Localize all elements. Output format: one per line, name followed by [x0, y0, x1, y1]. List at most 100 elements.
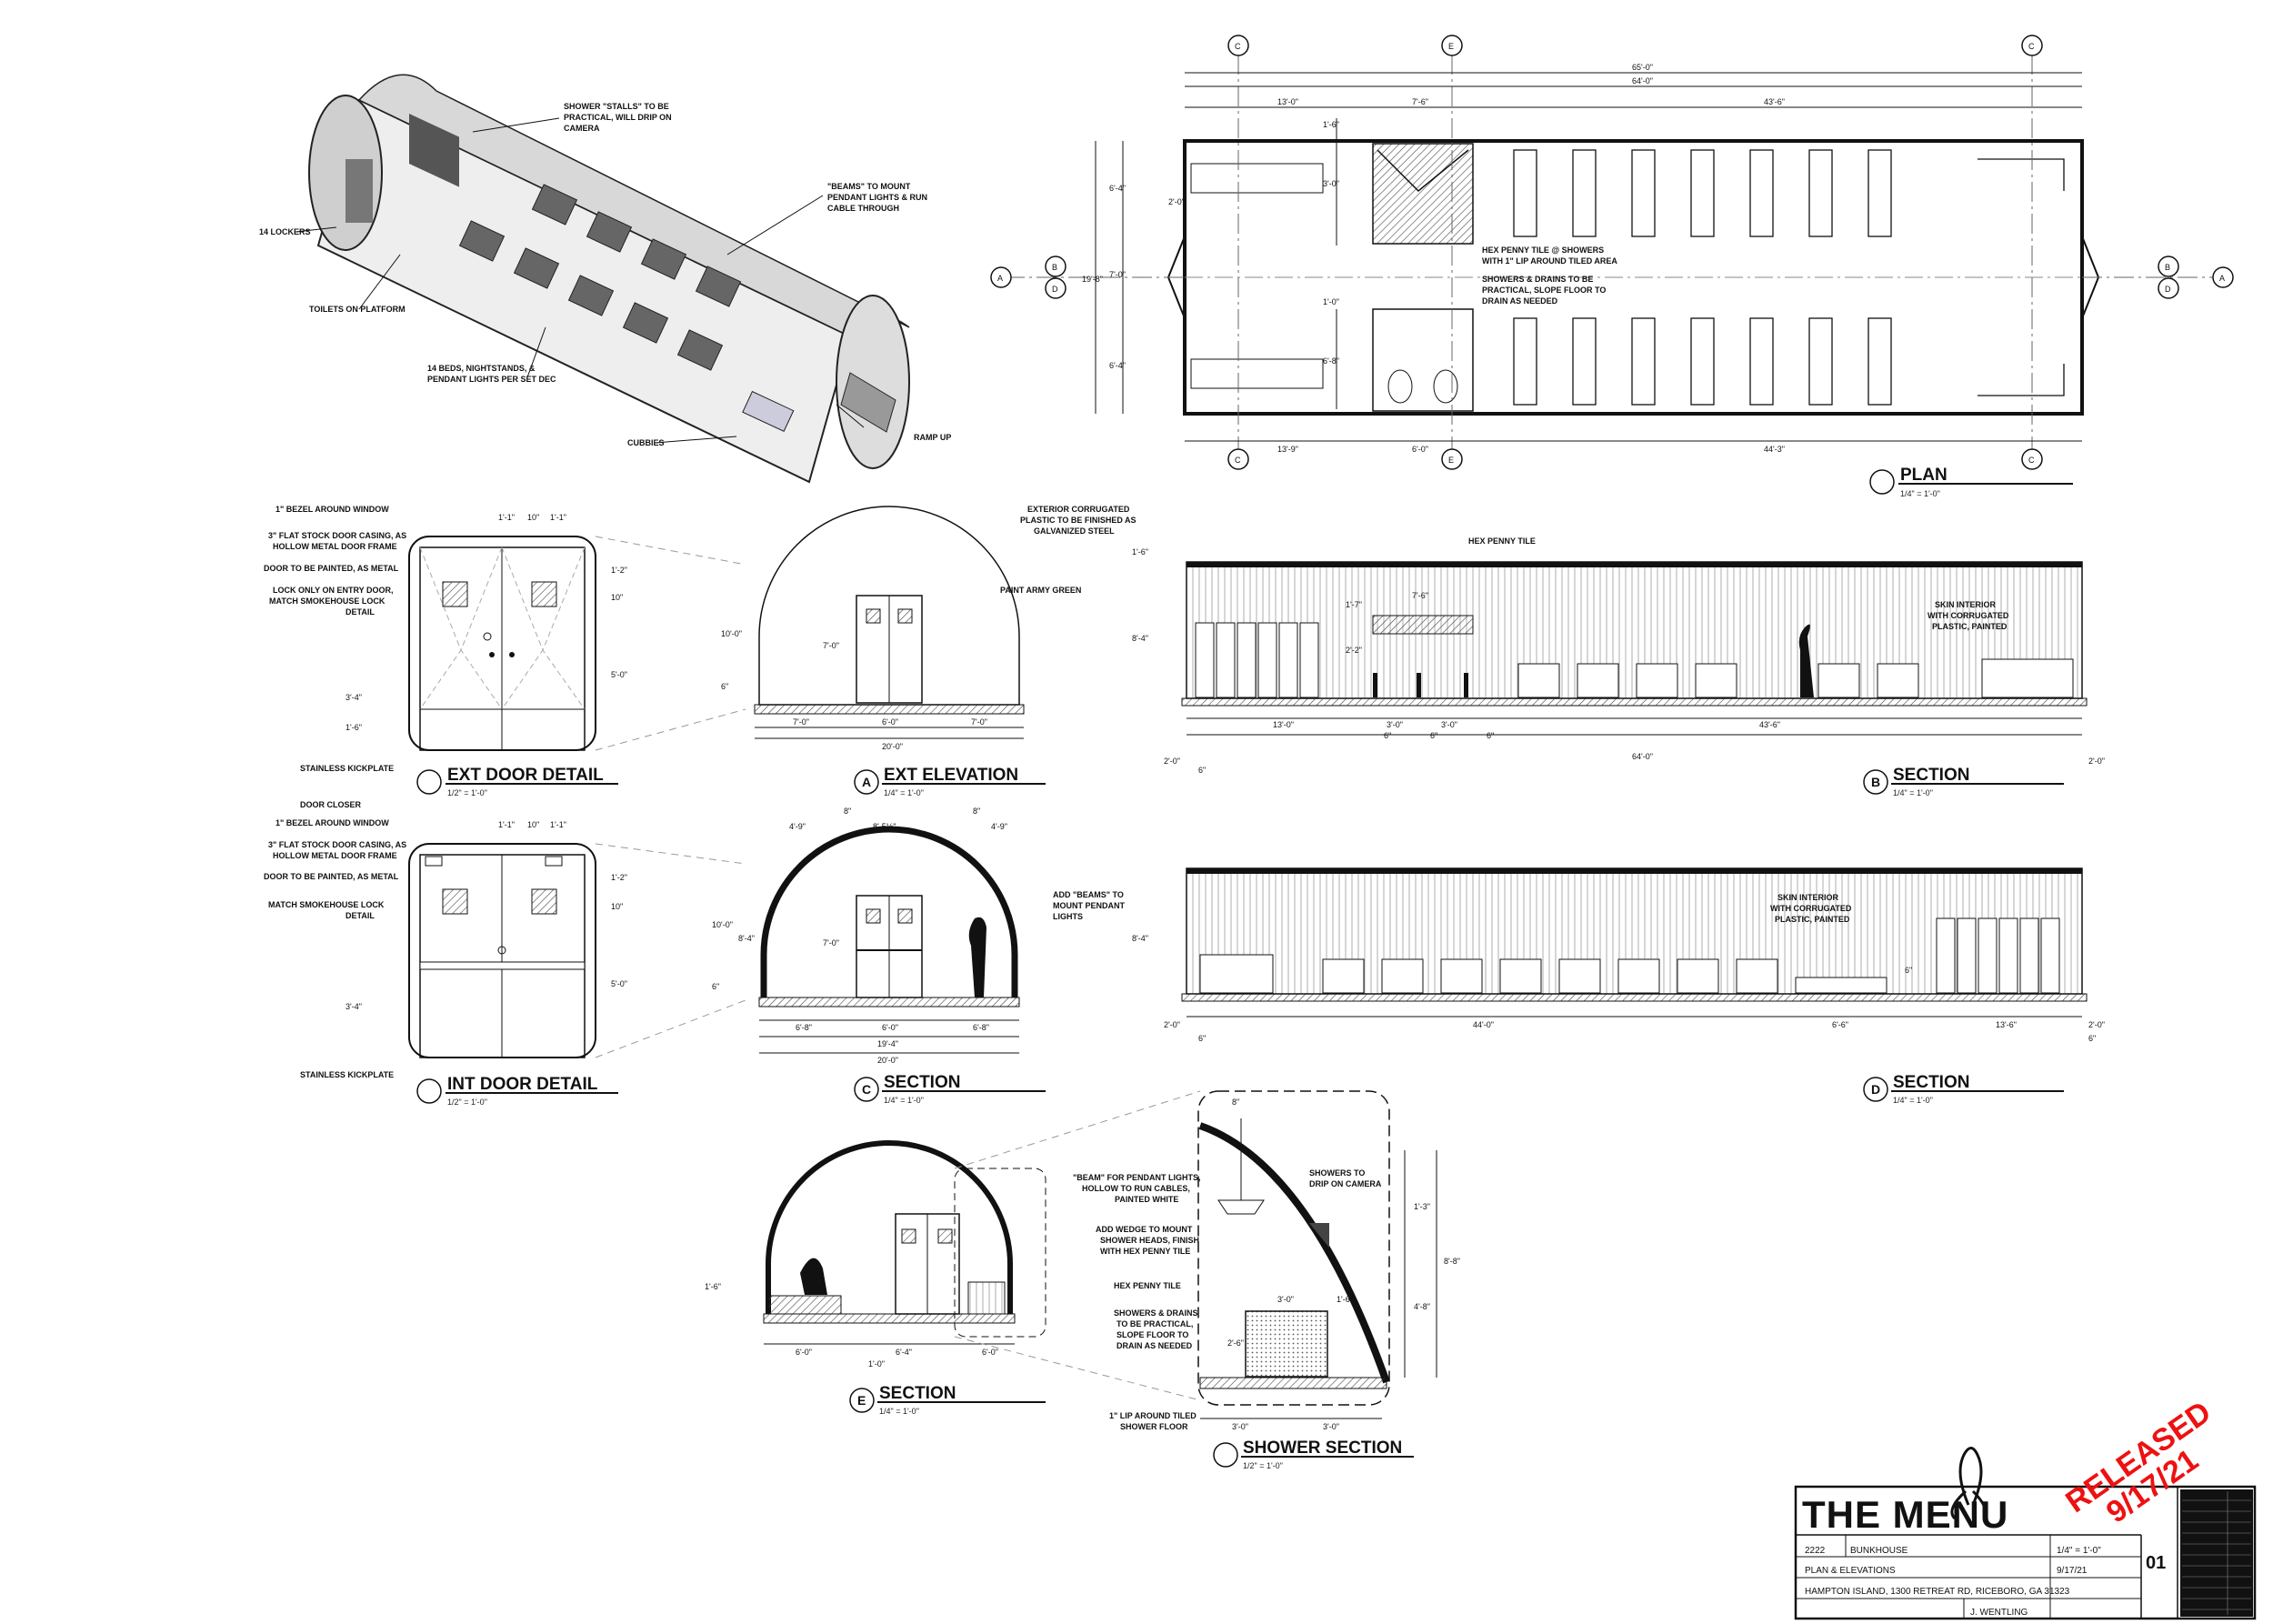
note-showers-prac: SHOWERS & DRAINS TO BE PRACTICAL, SLOPE …	[1114, 1308, 1200, 1350]
note-paint-green: PAINT ARMY GREEN	[1000, 586, 1081, 595]
dim-plan-13-0: 13'-0"	[1277, 97, 1298, 106]
dim-sh-1-3: 1'-3"	[1414, 1202, 1430, 1211]
title-bubble-ext-door	[416, 769, 442, 795]
grid-d-right: D	[2165, 285, 2171, 294]
grid-b-right: B	[2165, 263, 2170, 272]
title-section-c: SECTION	[884, 1073, 960, 1092]
note-add-wedge: ADD WEDGE TO MOUNT SHOWER HEADS, FINISH …	[1096, 1225, 1202, 1256]
dim-sb-6a: 6"	[1384, 731, 1391, 740]
dim-sc-4-9a: 4'-9"	[789, 822, 806, 831]
title-ext-door: EXT DOOR DETAIL	[447, 766, 604, 785]
dim-sh-8-8: 8'-8"	[1444, 1257, 1460, 1266]
dim-id-10: 10"	[527, 820, 539, 829]
bubble-b: B	[1871, 775, 1880, 789]
tb-scale-value: 1/4" = 1'-0"	[2057, 1546, 2101, 1556]
dim-sb-8-4: 8'-4"	[1132, 634, 1148, 643]
grid-c-top: C	[1235, 42, 1241, 51]
grid-c-top-right: C	[2028, 42, 2035, 51]
dim-sd-44: 44'-0"	[1473, 1020, 1494, 1029]
dim-id-1-2: 1'-2"	[611, 873, 627, 882]
scale-section-b: 1/4" = 1'-0"	[1893, 788, 1933, 797]
dim-sh-4-8: 4'-8"	[1414, 1302, 1430, 1311]
bubble-d: D	[1871, 1082, 1880, 1097]
note-hex-showers: HEX PENNY TILE @ SHOWERS WITH 1" LIP ARO…	[1482, 246, 1617, 266]
dim-sc-10-0: 10'-0"	[712, 920, 733, 929]
dim-id-1-1a: 1'-1"	[498, 820, 515, 829]
dim-id-5-0: 5'-0"	[611, 979, 627, 988]
note-ext-kick: STAINLESS KICKPLATE	[300, 764, 394, 773]
grid-c-bottom: C	[1235, 456, 1241, 465]
bubble-a: A	[862, 775, 871, 789]
title-plan: PLAN	[1900, 466, 1948, 485]
dim-ee-7-0v: 7'-0"	[823, 641, 839, 650]
section-d	[1181, 867, 2088, 1018]
note-ext-lock: LOCK ONLY ON ENTRY DOOR, MATCH SMOKEHOUS…	[269, 586, 396, 617]
grid-a-right: A	[2219, 274, 2225, 283]
bubble-c: C	[862, 1082, 871, 1097]
scale-ext-elevation: 1/4" = 1'-0"	[884, 788, 924, 797]
shower-section	[1197, 1090, 1437, 1419]
dim-sb-1-7: 1'-7"	[1346, 600, 1362, 609]
dim-ee-7-0b: 7'-0"	[971, 717, 987, 727]
title-bubble-a	[854, 769, 879, 795]
plan-grid-bubbles	[990, 35, 2234, 470]
dim-ed-1-1a: 1'-1"	[498, 513, 515, 522]
note-showers-drains: SHOWERS & DRAINS TO BE PRACTICAL, SLOPE …	[1482, 275, 1608, 306]
dim-ee-6-0: 6'-0"	[882, 717, 898, 727]
title-bubble-shower	[1213, 1442, 1238, 1468]
tb-description-value: PLAN & ELEVATIONS	[1805, 1566, 1896, 1576]
dim-ed-1-6: 1'-6"	[345, 723, 362, 732]
dim-ee-10-0: 10'-0"	[721, 629, 742, 638]
dim-plan-6-0: 6'-0"	[1412, 445, 1428, 454]
dim-sb-7-6: 7'-6"	[1412, 591, 1428, 600]
dim-sc-19-4: 19'-4"	[877, 1039, 898, 1048]
dim-sh-3-0b: 3'-0"	[1232, 1422, 1248, 1431]
title-block	[1794, 1447, 2257, 1620]
dim-plan-6-4b: 6'-4"	[1109, 361, 1126, 370]
scale-int-door: 1/2" = 1'-0"	[447, 1098, 487, 1107]
dim-plan-1-0: 1'-0"	[1323, 297, 1339, 306]
note-add-beams: ADD "BEAMS" TO MOUNT PENDANT LIGHTS	[1053, 890, 1127, 921]
dim-sc-7-0: 7'-0"	[823, 938, 839, 947]
title-bubble-d	[1863, 1077, 1888, 1102]
dim-sb-2-0r: 2'-0"	[2088, 757, 2105, 766]
scale-plan: 1/4" = 1'-0"	[1900, 489, 1940, 498]
title-ext-elevation: EXT ELEVATION	[884, 766, 1018, 785]
dim-sd-6-6: 6'-6"	[1832, 1020, 1848, 1029]
title-bubble-c	[854, 1077, 879, 1102]
dim-sb-6b: 6"	[1430, 731, 1437, 740]
dim-id-1-1b: 1'-1"	[550, 820, 566, 829]
dim-ed-5-0: 5'-0"	[611, 670, 627, 679]
title-shower: SHOWER SECTION	[1243, 1439, 1402, 1458]
dim-plan-19-8: 19'-8"	[1082, 275, 1103, 284]
note-int-lock: MATCH SMOKEHOUSE LOCK DETAIL	[268, 900, 386, 920]
dim-ee-20: 20'-0"	[882, 742, 903, 751]
dim-se-6-0a: 6'-0"	[796, 1348, 812, 1357]
dim-sc-4-9b: 4'-9"	[991, 822, 1007, 831]
dim-sb-43-6: 43'-6"	[1759, 720, 1780, 729]
tb-set-value: BUNKHOUSE	[1850, 1546, 1908, 1556]
dim-sb-13-0: 13'-0"	[1273, 720, 1294, 729]
sheet-number: 01	[2146, 1553, 2166, 1573]
dim-sc-6-0: 6'-0"	[882, 1023, 898, 1032]
project-title: THE MENU	[1802, 1493, 2008, 1536]
dim-plan-44-3: 44'-3"	[1764, 445, 1785, 454]
dim-sh-8: 8"	[1232, 1098, 1239, 1107]
projection-lines	[595, 536, 1201, 1401]
dim-sb-1-6: 1'-6"	[1132, 547, 1148, 556]
scale-section-c: 1/4" = 1'-0"	[884, 1096, 924, 1105]
dim-sh-2-6: 2'-6"	[1227, 1338, 1244, 1348]
note-int-closer: DOOR CLOSER	[300, 800, 362, 809]
int-door-detail	[408, 843, 596, 1058]
dim-sc-8b: 8"	[973, 807, 980, 816]
dim-sb-6c: 6"	[1487, 731, 1494, 740]
note-lockers: 14 LOCKERS	[259, 227, 311, 236]
scale-section-e: 1/4" = 1'-0"	[879, 1407, 919, 1416]
dim-sh-3-0c: 3'-0"	[1323, 1422, 1339, 1431]
dim-sd-6r: 6"	[2088, 1034, 2096, 1043]
title-bubble-int-door	[416, 1078, 442, 1104]
dim-plan-3-0: 3'-0"	[1323, 179, 1339, 188]
dim-sd-2-0r: 2'-0"	[2088, 1020, 2105, 1029]
title-int-door: INT DOOR DETAIL	[447, 1075, 598, 1094]
note-hex-penny-b: HEX PENNY TILE	[1468, 536, 1536, 546]
